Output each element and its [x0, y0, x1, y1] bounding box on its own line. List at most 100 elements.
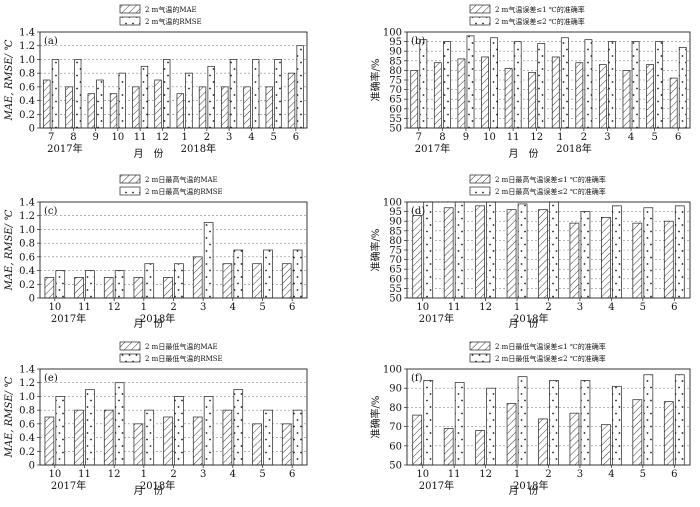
- bar-series1: [506, 209, 517, 299]
- x-tick-label: 2: [204, 132, 210, 143]
- bar-series2: [144, 409, 155, 466]
- y-tick-label: 1.0: [19, 225, 35, 236]
- bar-series1: [599, 64, 607, 129]
- bar-series2: [580, 380, 591, 466]
- bar-series2: [252, 59, 260, 129]
- x-tick-label: 11: [78, 302, 91, 313]
- y-tick-label: 0.2: [19, 110, 35, 121]
- y-tick-label: 100: [383, 28, 402, 39]
- bar-series1: [243, 86, 251, 129]
- bar-series2: [118, 72, 126, 129]
- x-tick-label: 4: [230, 469, 236, 480]
- x-tick-label: 10: [483, 132, 496, 143]
- legend-swatch-series2: [119, 16, 141, 26]
- bar-series2: [608, 41, 616, 129]
- y-tick-label: 1.4: [19, 28, 35, 39]
- y-tick-label: 90: [389, 47, 402, 58]
- x-tick-label: 6: [293, 132, 299, 143]
- legend-label: 2 m气温误差≤2 ℃的准确率: [495, 17, 585, 26]
- x-tick-label: 3: [200, 469, 206, 480]
- y-tick-label: 0.8: [19, 239, 35, 250]
- y-tick-label: 50: [389, 124, 402, 135]
- x-tick-label: 5: [270, 132, 276, 143]
- bar-series2: [263, 249, 273, 299]
- y-tick-label: 60: [389, 441, 402, 452]
- x-tick-label: 1: [514, 469, 520, 480]
- x-tick-label: 11: [78, 469, 91, 480]
- bar-series1: [44, 277, 55, 299]
- legend-swatch-series2: [119, 353, 141, 363]
- bar-series2: [517, 376, 528, 466]
- x-tick-label: 1: [141, 302, 147, 313]
- x-axis-label: 月 份: [134, 318, 164, 330]
- x-tick-label: 2: [170, 302, 176, 313]
- y-tick-label: 0.8: [19, 406, 35, 417]
- year-label: 2017年: [415, 142, 450, 155]
- x-tick-label: 9: [92, 132, 98, 143]
- bar-series2: [486, 387, 496, 466]
- bar-series2: [85, 389, 95, 466]
- y-tick-label: 0.6: [19, 419, 35, 430]
- y-tick-label: 55: [389, 284, 402, 295]
- y-tick-label: 85: [389, 226, 402, 237]
- legend-swatch-series2: [469, 186, 491, 196]
- y-tick-label: 0.4: [19, 266, 35, 277]
- plot-frame: [39, 368, 308, 466]
- x-tick-label: 3: [226, 132, 232, 143]
- bar-series1: [287, 72, 296, 129]
- x-tick-label: 6: [671, 302, 677, 313]
- y-tick-label: 80: [389, 66, 402, 77]
- bar-series2: [185, 72, 193, 129]
- x-tick-label: 6: [289, 469, 295, 480]
- bar-series2: [674, 374, 685, 466]
- x-tick-label: 10: [48, 469, 61, 480]
- bar-series2: [174, 263, 184, 299]
- bar-series1: [65, 86, 73, 129]
- x-tick-label: 5: [640, 469, 646, 480]
- bar-series2: [233, 249, 244, 299]
- bar-series2: [454, 382, 465, 466]
- legend-swatch-series2: [469, 16, 491, 26]
- x-tick-label: 2: [170, 469, 176, 480]
- y-tick-label: 0.6: [19, 82, 35, 93]
- bar-series2: [55, 270, 66, 299]
- bar-series2: [207, 65, 215, 129]
- bar-series2: [51, 59, 60, 129]
- year-label: 2018年: [181, 142, 216, 155]
- bar-series2: [203, 396, 214, 466]
- y-tick-label: 0: [29, 461, 35, 472]
- bar-series2: [466, 35, 475, 129]
- bar-series1: [669, 77, 678, 129]
- x-tick-label: 5: [259, 469, 265, 480]
- bar-series2: [580, 211, 591, 299]
- year-label: 2017年: [51, 479, 86, 492]
- bar-series1: [198, 86, 207, 129]
- bar-series1: [74, 409, 84, 466]
- legend-swatch-series1: [469, 174, 491, 184]
- bar-series2: [203, 222, 214, 299]
- y-axis-label: MAE, RMSE/ ℃: [4, 40, 15, 122]
- x-tick-label: 1: [557, 132, 563, 143]
- x-tick-label: 4: [608, 469, 614, 480]
- legend-label: 2 m日最高气温误差≤1 ℃的准确率: [495, 175, 606, 184]
- bar-series1: [538, 209, 548, 299]
- legend-label: 2 m气温误差≤1 ℃的准确率: [495, 5, 585, 14]
- bar-series1: [192, 256, 203, 299]
- x-tick-label: 2: [581, 132, 587, 143]
- bar-series2: [233, 389, 244, 466]
- x-tick-label: 8: [439, 132, 445, 143]
- bar-series2: [55, 396, 66, 466]
- bar-series2: [513, 41, 522, 129]
- legend-swatch-series2: [119, 186, 141, 196]
- bar-series1: [192, 416, 203, 466]
- x-tick-label: 10: [48, 302, 61, 313]
- bar-series1: [252, 423, 262, 466]
- y-tick-label: 65: [389, 265, 402, 276]
- bar-series1: [43, 79, 51, 129]
- bar-series1: [575, 62, 584, 129]
- y-tick-label: 0: [29, 294, 35, 305]
- y-tick-label: 0: [29, 124, 35, 135]
- bar-series1: [265, 86, 273, 129]
